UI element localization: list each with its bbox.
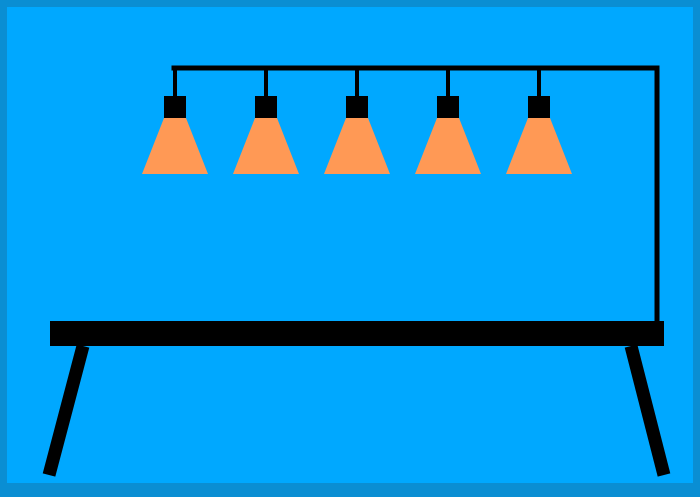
lamp-table-diagram (42, 65, 671, 477)
lamp-socket (346, 96, 368, 118)
lamp-shade (324, 118, 390, 174)
lamp-socket (437, 96, 459, 118)
lamp-socket (255, 96, 277, 118)
pendant-lamp-5 (506, 68, 572, 174)
pendant-lamp-2 (233, 68, 299, 174)
lamp-shade (506, 118, 572, 174)
lamp-shade (415, 118, 481, 174)
lamp-shade (233, 118, 299, 174)
pendant-lamp-3 (324, 68, 390, 174)
pendant-lamp-1 (142, 68, 208, 174)
table-top (50, 321, 664, 346)
lamp-socket (528, 96, 550, 118)
table-leg-right (624, 344, 671, 477)
lamp-socket (164, 96, 186, 118)
lamp-shade (142, 118, 208, 174)
table-leg-left (42, 344, 90, 477)
pendant-lamp-4 (415, 68, 481, 174)
